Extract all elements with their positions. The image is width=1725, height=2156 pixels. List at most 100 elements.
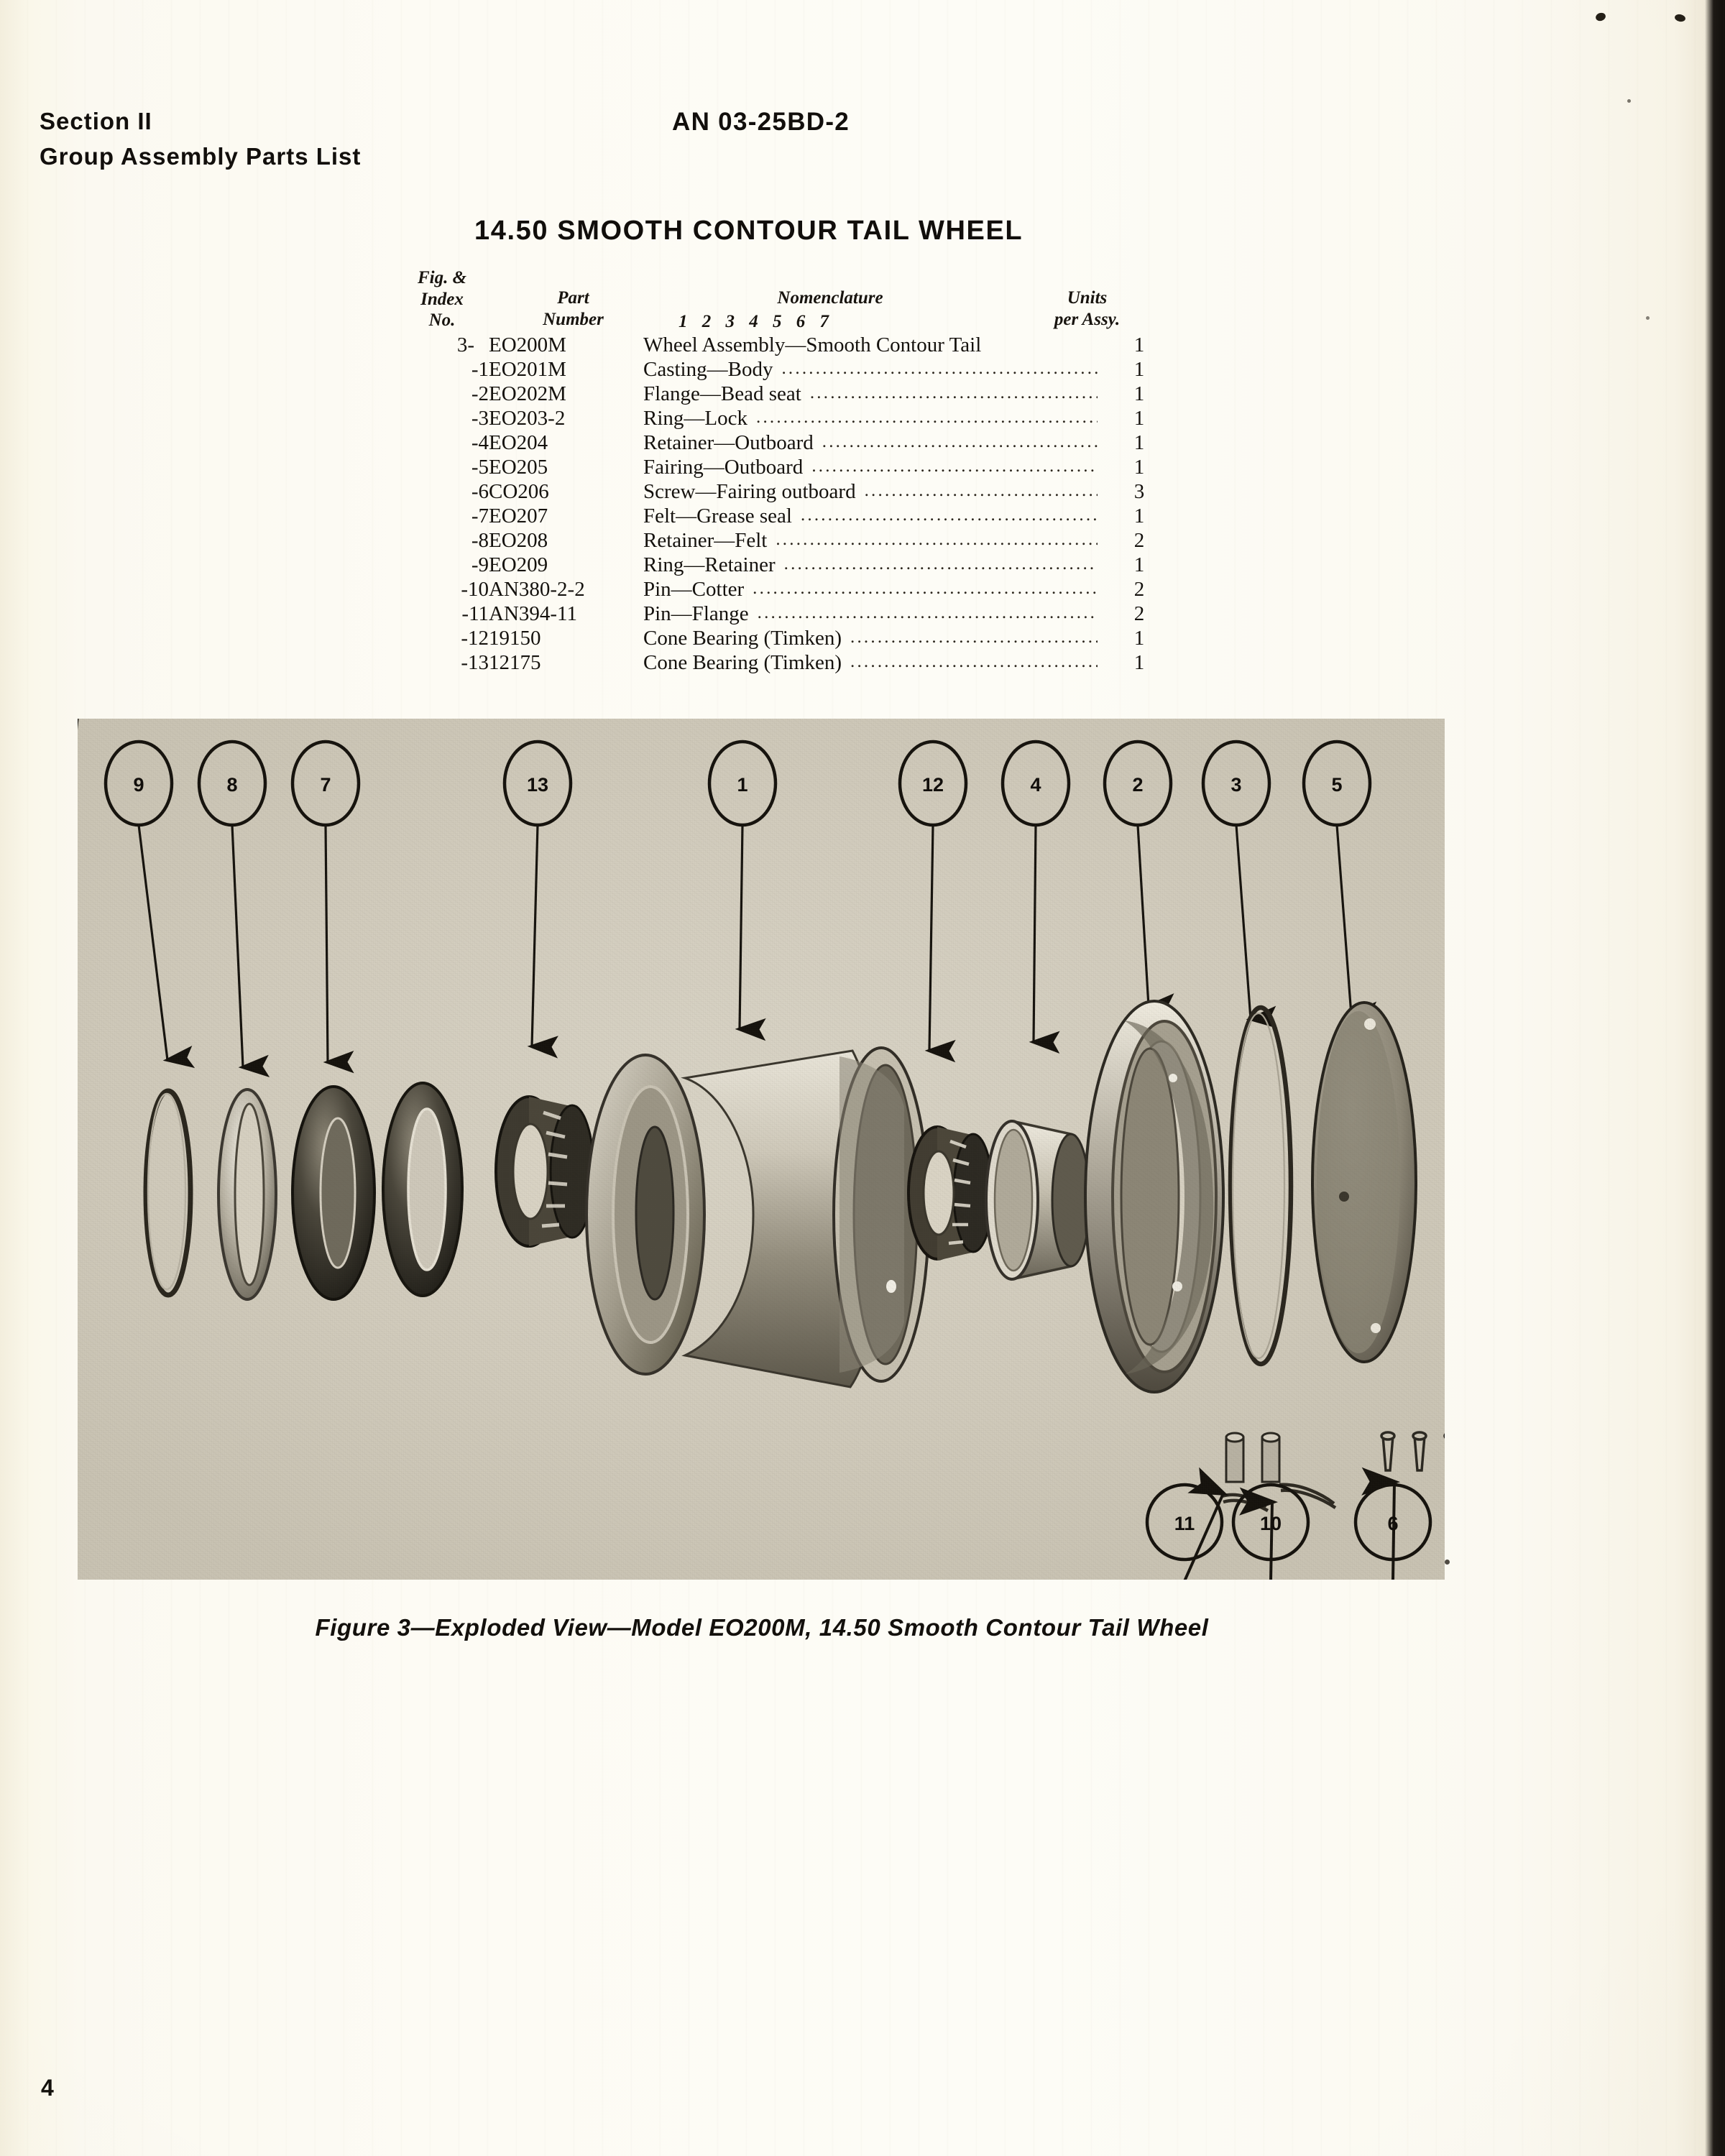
callout-label: 10 [1260, 1513, 1282, 1534]
cell-nomenclature: Retainer—Felt...........................… [643, 528, 1118, 553]
callout-10: 10 [1231, 1483, 1310, 1562]
cell-index-number: -9 [471, 553, 489, 576]
cell-part-number: EO204 [489, 430, 548, 454]
leader-arrow-7 [323, 824, 354, 1074]
cell-nomenclature: Screw—Fairing outboard..................… [643, 479, 1118, 504]
cell-units-per-assy: 2 [1133, 577, 1145, 601]
cell-index-number: -3 [471, 406, 489, 430]
cell-nomenclature: Retainer—Outboard.......................… [643, 430, 1098, 454]
callout-2: 2 [1103, 740, 1173, 827]
callout-7: 7 [290, 740, 361, 827]
leader-dots: ........................................… [753, 579, 1098, 597]
column-header-indenture-levels: 1 2 3 4 5 6 7 [678, 312, 834, 331]
part-flange-bead-seat [1084, 1000, 1225, 1393]
cell-units-per-assy: 1 [1133, 333, 1145, 356]
leader-dots: ........................................… [757, 603, 1098, 622]
scan-speck [1646, 316, 1650, 320]
leader-dots: ........................................… [800, 505, 1098, 524]
cell-nomenclature: Wheel Assembly—Smooth Contour Tail [643, 333, 982, 356]
leader-dots: ........................................… [850, 652, 1098, 671]
cell-nomenclature: Cone Bearing (Timken)...................… [643, 626, 1118, 650]
leader-arrow-13 [527, 824, 558, 1059]
cell-units-per-assy: 2 [1133, 528, 1145, 552]
cell-index-number: -12 [461, 626, 489, 650]
cell-index-number: -11 [461, 602, 489, 625]
cell-index-number: -2 [471, 382, 489, 405]
callout-label: 7 [320, 774, 331, 796]
cell-part-number: EO202M [489, 382, 566, 405]
leader-arrow-5 [1335, 824, 1379, 1024]
callout-label: 11 [1174, 1513, 1195, 1534]
callout-label: 5 [1331, 774, 1342, 796]
page-number: 4 [41, 2075, 54, 2101]
callout-label: 13 [527, 774, 548, 796]
cell-units-per-assy: 1 [1133, 504, 1145, 528]
part-retainer-outboard [985, 1119, 1091, 1281]
callout-label: 1 [737, 774, 748, 796]
cell-units-per-assy: 1 [1133, 357, 1145, 381]
scan-speck [1445, 1560, 1450, 1565]
leader-arrow-2 [1136, 824, 1176, 1016]
part-ring-retainer [143, 1088, 193, 1298]
leader-dots: ........................................… [864, 481, 1098, 499]
leader-arrow-4 [1029, 824, 1060, 1054]
cell-part-number: CO206 [489, 479, 549, 503]
cell-index-number: -4 [471, 430, 489, 454]
cell-nomenclature: Cone Bearing (Timken)...................… [643, 650, 1118, 675]
part-washer-dark [382, 1082, 464, 1297]
header-subsection: Group Assembly Parts List [40, 142, 362, 170]
callout-group-bottom: 11 10 6 [1145, 1483, 1432, 1562]
cell-index-number: 3- [456, 333, 474, 356]
cell-part-number: EO207 [489, 504, 548, 528]
cell-nomenclature: Ring—Lock...............................… [643, 406, 1118, 430]
leader-arrow-10 [1239, 1487, 1278, 1580]
callout-label: 3 [1230, 774, 1241, 796]
cell-part-number: EO203-2 [489, 406, 566, 430]
part-casting-body [585, 1046, 930, 1388]
cell-nomenclature: Fairing—Outboard........................… [643, 455, 1098, 479]
cell-index-number: -7 [471, 504, 489, 528]
scan-speck [1627, 99, 1631, 103]
cell-part-number: 19150 [489, 626, 541, 650]
cell-nomenclature: Felt—Grease seal........................… [643, 504, 1098, 528]
callout-3: 3 [1201, 740, 1271, 827]
column-header-units-per-assy: Units per Assy. [1054, 288, 1121, 329]
part-felt-grease-seal [291, 1085, 376, 1301]
cell-units-per-assy: 1 [1133, 650, 1145, 674]
header-document-number: AN 03-25BD-2 [672, 108, 850, 136]
cell-index-number: -13 [461, 650, 489, 674]
leader-dots: ........................................… [783, 554, 1098, 573]
cell-part-number: 12175 [489, 650, 541, 674]
leader-arrow-9 [137, 824, 196, 1069]
cell-units-per-assy: 1 [1133, 626, 1145, 650]
leader-arrow-3 [1235, 824, 1278, 1028]
cell-index-number: -1 [471, 357, 489, 381]
callout-label: 6 [1387, 1513, 1398, 1534]
cell-nomenclature: Casting—Body............................… [643, 357, 1118, 382]
column-header-fig-index-no: Fig. & Index No. [417, 268, 467, 330]
part-fairing-outboard [1311, 1001, 1417, 1363]
callout-label: 12 [922, 774, 944, 796]
part-screw-fairing-outboard [1380, 1431, 1445, 1472]
cell-nomenclature: Pin—Cotter..............................… [643, 577, 1118, 602]
part-ring-lock [1228, 1005, 1294, 1367]
leader-arrow-1 [735, 824, 766, 1041]
leader-dots: ........................................… [756, 407, 1098, 426]
callout-1: 1 [707, 740, 778, 827]
cell-nomenclature: Flange—Bead seat........................… [643, 382, 1098, 405]
